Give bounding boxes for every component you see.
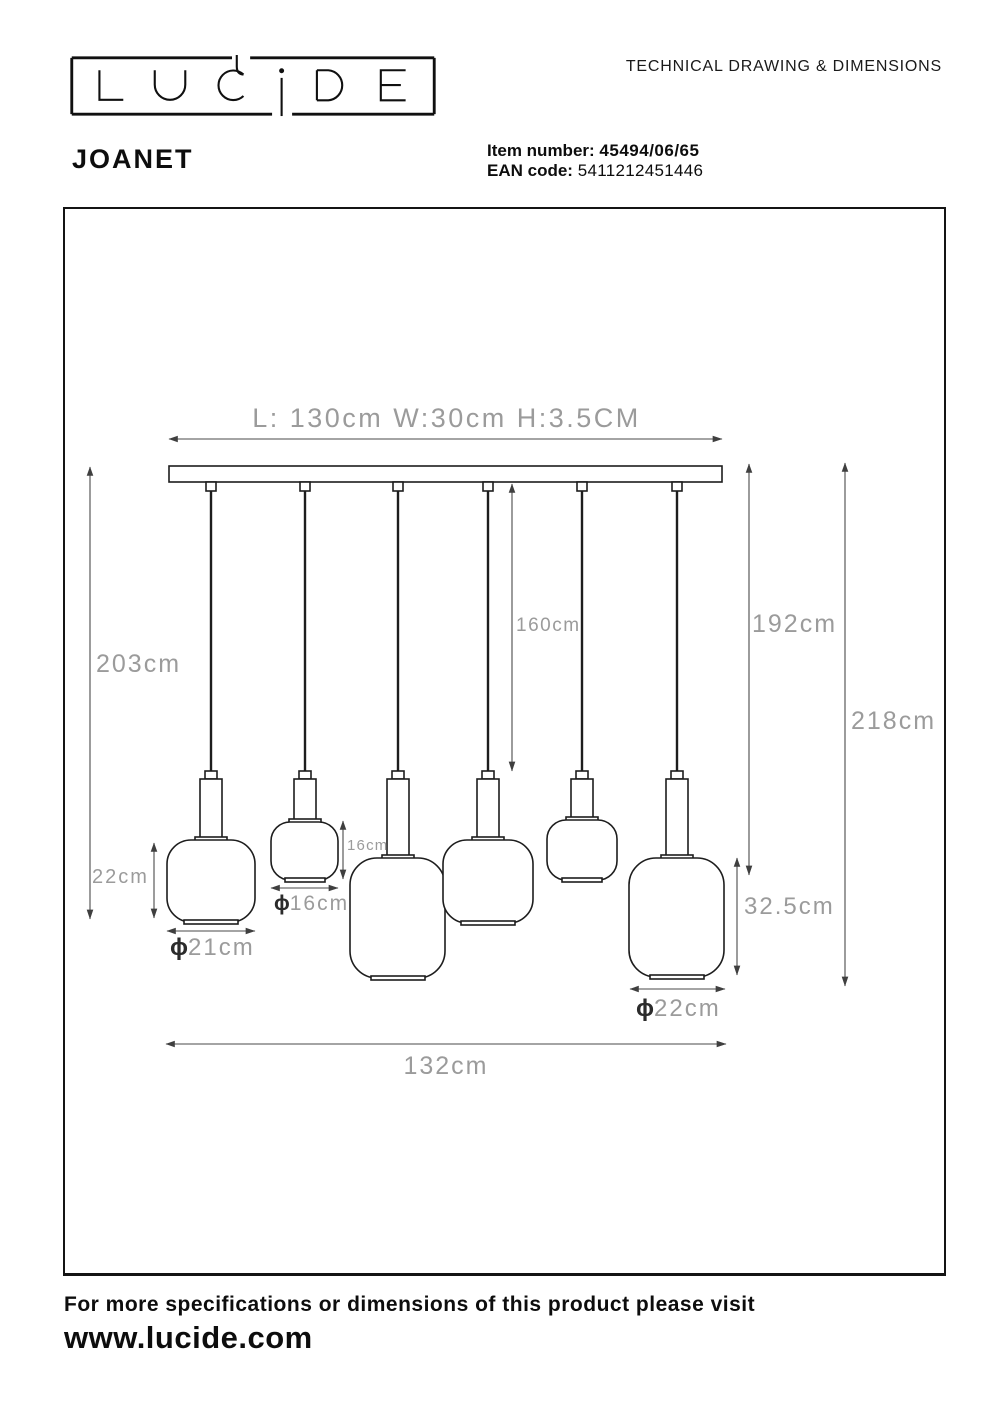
diameter-symbol: ϕ bbox=[636, 995, 654, 1022]
ean-row: EAN code: 5411212451446 bbox=[487, 161, 703, 181]
dim-label-shade2-height: 16cm bbox=[347, 837, 389, 854]
product-name: JOANET bbox=[72, 144, 194, 174]
pendant-lamp-5 bbox=[546, 481, 618, 883]
pendant-lamp-1 bbox=[166, 481, 256, 925]
technical-drawing bbox=[86, 435, 849, 1048]
diameter-symbol: ϕ bbox=[274, 892, 290, 915]
ean-label: EAN code: bbox=[487, 161, 573, 180]
dim-label-shade1-height: 22cm bbox=[92, 866, 149, 888]
logo-frame bbox=[70, 56, 436, 116]
dim-label-cord-length: 160cm bbox=[516, 615, 581, 636]
dim-label-shade6-diameter: ϕ22cm bbox=[636, 995, 721, 1023]
logo-letters bbox=[98, 55, 406, 117]
shade2-diameter-value: 16cm bbox=[289, 892, 350, 915]
diameter-symbol: ϕ bbox=[170, 934, 188, 961]
dim-label-drop-right-inner: 192cm bbox=[752, 610, 838, 638]
dim-label-shade6-height: 32.5cm bbox=[744, 893, 835, 920]
shade1-diameter-value: 21cm bbox=[188, 934, 255, 961]
item-number-label: Item number: bbox=[487, 141, 595, 160]
dim-label-drop-left: 203cm bbox=[96, 650, 182, 678]
pendant-lamp-3 bbox=[349, 481, 446, 981]
product-codes: Item number: 45494/06/65 EAN code: 54112… bbox=[487, 141, 703, 181]
doc-title: TECHNICAL DRAWING & DIMENSIONS bbox=[625, 58, 942, 75]
item-number-row: Item number: 45494/06/65 bbox=[487, 141, 703, 161]
shade6-diameter-value: 22cm bbox=[654, 995, 721, 1022]
pendant-lamp-6 bbox=[628, 481, 725, 980]
dim-label-shade2-diameter: ϕ16cm bbox=[274, 892, 349, 916]
dim-label-drop-right-outer: 218cm bbox=[851, 707, 937, 735]
footer-website: www.lucide.com bbox=[64, 1320, 313, 1355]
lucide-logo bbox=[70, 55, 436, 117]
dim-label-shade1-diameter: ϕ21cm bbox=[170, 934, 255, 962]
dim-label-ceiling-plate: L: 130cm W:30cm H:3.5CM bbox=[252, 403, 641, 433]
ean-value: 5411212451446 bbox=[577, 161, 704, 180]
item-number-value: 45494/06/65 bbox=[599, 141, 700, 160]
dimension-lines bbox=[86, 435, 849, 1048]
pendant-lamp-2 bbox=[270, 481, 339, 883]
ceiling-plate bbox=[168, 465, 723, 483]
dim-label-overall-width: 132cm bbox=[403, 1052, 489, 1080]
pendant-lamp-4 bbox=[442, 481, 534, 926]
footer-note: For more specifications or dimensions of… bbox=[64, 1293, 756, 1316]
